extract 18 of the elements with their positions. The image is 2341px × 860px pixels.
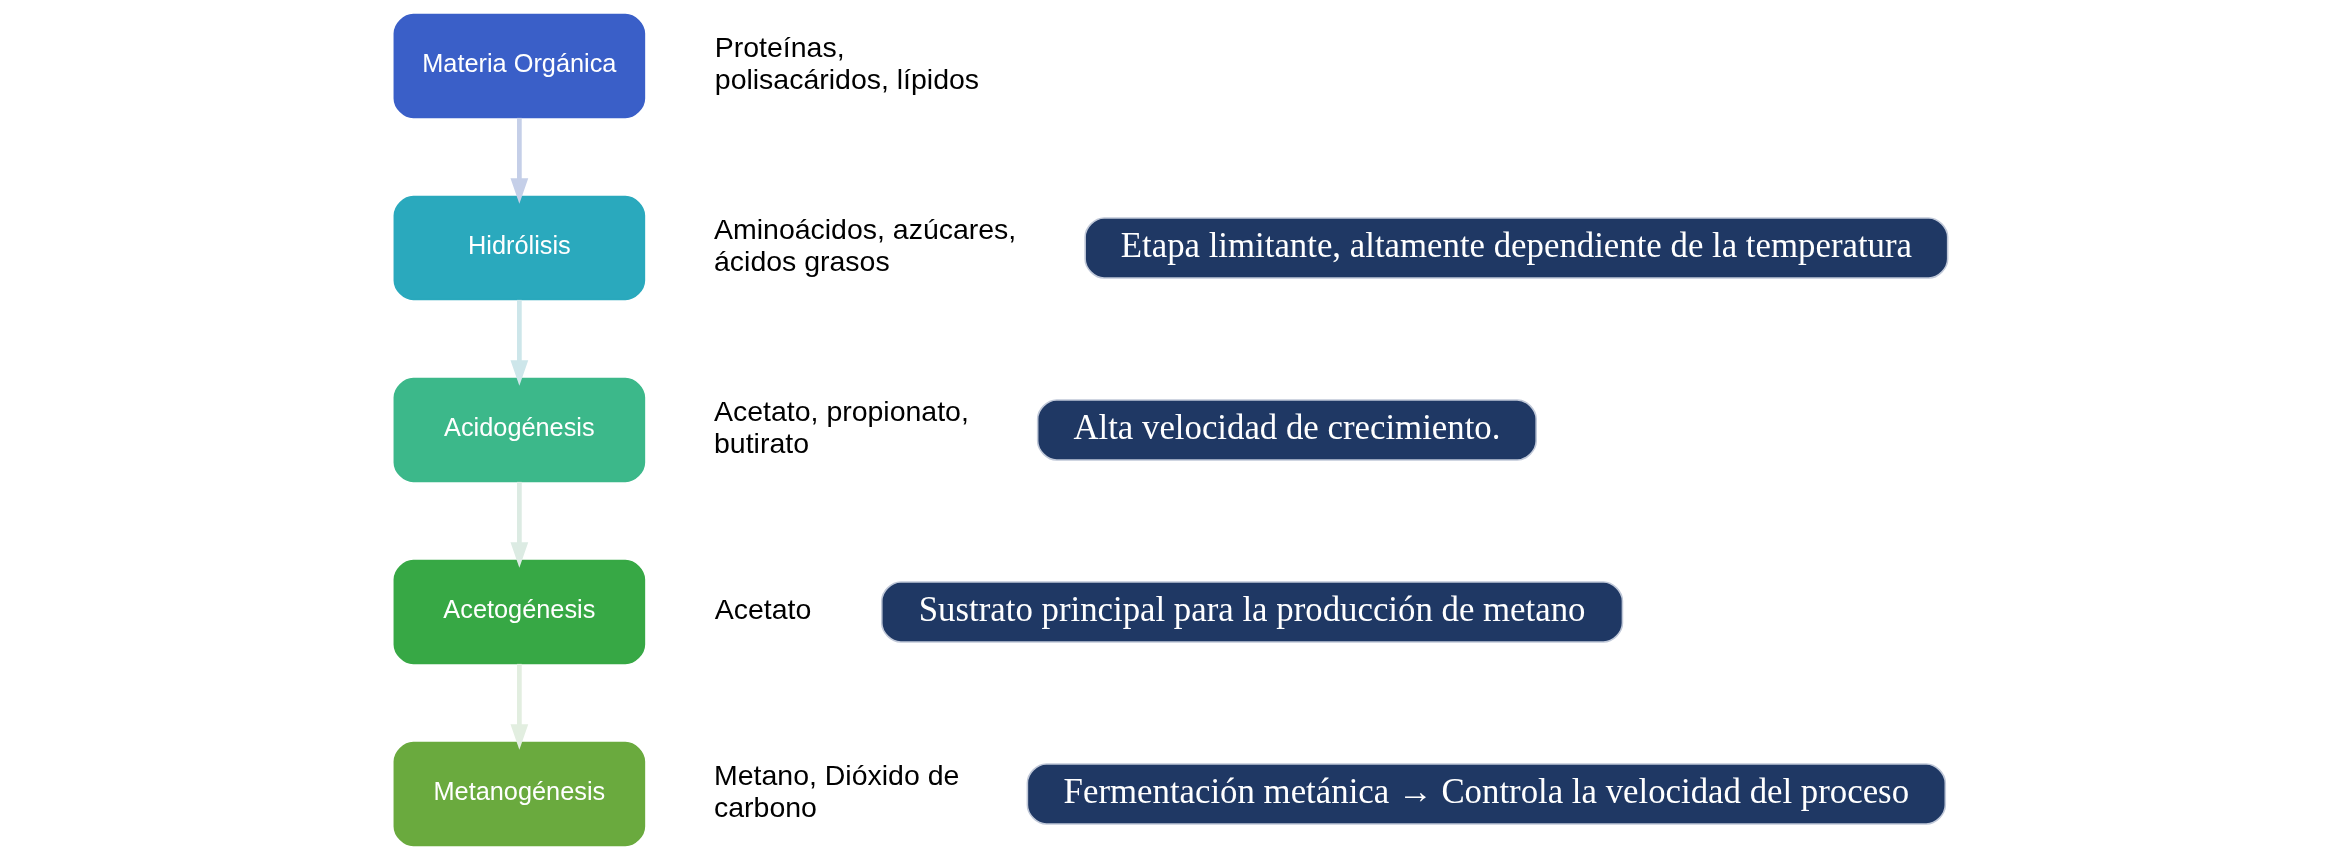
node-box: Fermentación metánica → Controla la velocidad del proceso xyxy=(1026,763,1946,825)
node-label: Metano, Dióxido de carbono xyxy=(713,759,959,823)
arrow xyxy=(509,663,528,750)
node-label: Acetato, propionato, butirato xyxy=(713,395,969,459)
node-box: Acidogénesis xyxy=(393,377,645,483)
arrow xyxy=(509,481,528,568)
node-label: Acetato xyxy=(714,592,811,625)
node-box: Materia Orgánica xyxy=(393,13,645,119)
node-box: Acetogénesis xyxy=(393,559,645,665)
node-label: Proteínas, polisacáridos, lípidos xyxy=(714,31,979,95)
node-label: Aminoácidos, azúcares, ácidos grasos xyxy=(713,213,1016,277)
node-box: Metanogénesis xyxy=(393,741,645,847)
node-box: Hidrólisis xyxy=(393,195,645,301)
arrow xyxy=(509,117,528,204)
arrow xyxy=(509,299,528,386)
node-box: Sustrato principal para la producción de metano xyxy=(880,581,1623,643)
node-box: Etapa limitante, altamente dependiente de la temperatura xyxy=(1083,217,1948,279)
node-box: Alta velocidad de crecimiento. xyxy=(1036,399,1537,461)
